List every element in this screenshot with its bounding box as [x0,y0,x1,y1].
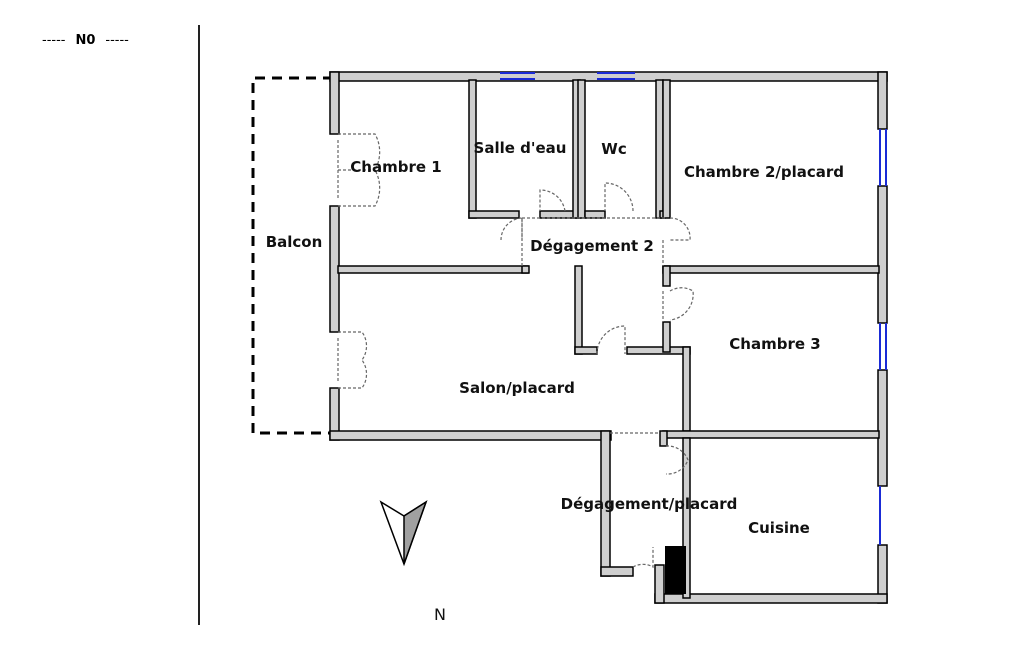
balcony-outline [251,76,333,435]
divider-line [198,25,200,625]
compass-arrow-icon [379,500,428,567]
label-chambre-3: Chambre 3 [729,335,820,353]
label-chambre-2: Chambre 2/placard [684,163,844,181]
label-cuisine: Cuisine [748,519,810,537]
label-degagement-placard: Dégagement/placard [561,495,738,513]
label-degagement-2: Dégagement 2 [530,237,654,255]
label-balcon: Balcon [266,233,323,251]
door-swings [337,133,694,569]
label-salon: Salon/placard [459,379,575,397]
level-legend: ----- N0 ----- [42,33,129,48]
label-chambre-1: Chambre 1 [350,158,441,176]
level-label: N0 [75,33,96,48]
legend-dash-right: ----- [105,33,129,48]
label-wc: Wc [601,140,626,158]
walls [329,71,888,604]
windows [500,72,887,545]
compass-north-label: N [434,605,446,624]
legend-dash-left: ----- [42,33,66,48]
duct-block [665,546,686,594]
label-salle-eau: Salle d'eau [474,139,567,157]
